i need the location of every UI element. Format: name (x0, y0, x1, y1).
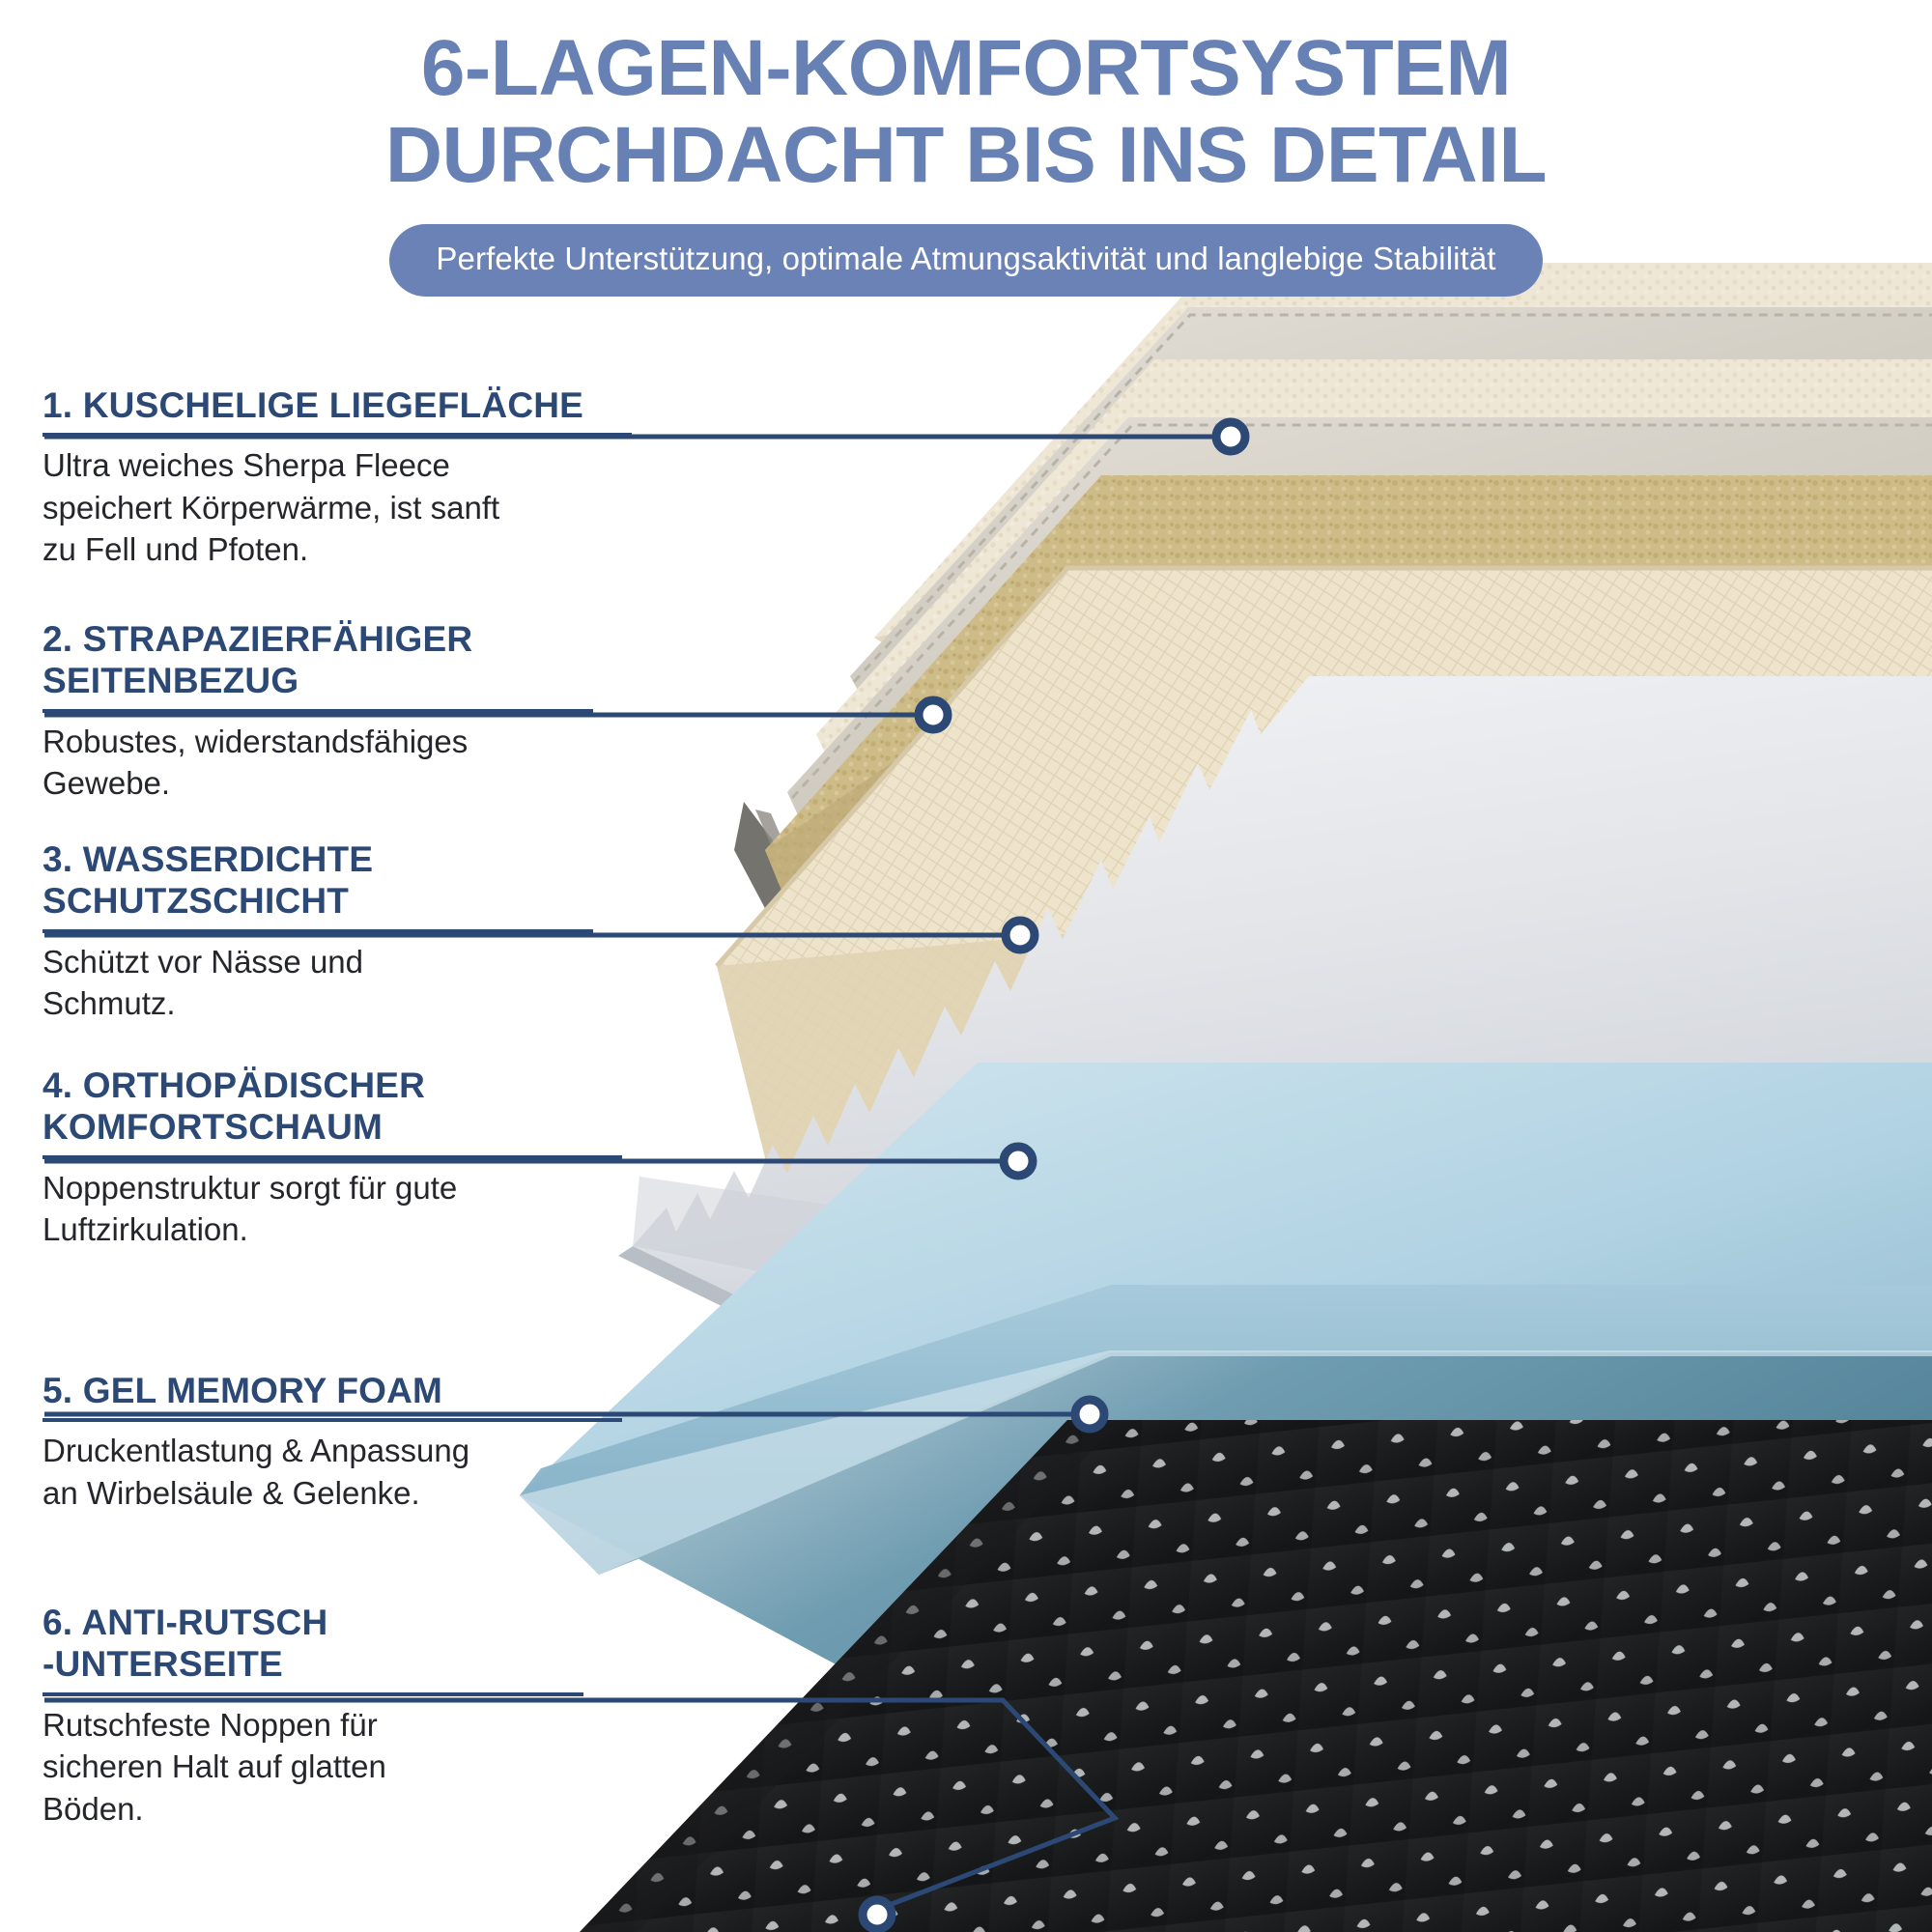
callout-1-body: Ultra weiches Sherpa Fleece speichert Kö… (43, 447, 500, 568)
callout-5-title: 5. GEL MEMORY FOAM (43, 1371, 443, 1410)
callout-3-body: Schützt vor Nässe und Schmutz. (43, 943, 363, 1022)
subtitle-badge: Perfekte Unterstützung, optimale Atmungs… (389, 224, 1543, 298)
callout-2-title: 2. STRAPAZIERFÄHIGER SEITENBEZUG (43, 619, 473, 701)
callout-1: 1. KUSCHELIGE LIEGEFLÄCHE Ultra weiches … (43, 384, 632, 571)
callout-5-body: Druckentlastung & Anpassung an Wirbelsäu… (43, 1433, 470, 1511)
callout-4-body: Noppenstruktur sorgt für gute Luftzirkul… (43, 1169, 458, 1248)
callout-6-title: 6. ANTI-RUTSCH -UNTERSEITE (43, 1603, 328, 1685)
callout-1-rule (43, 433, 632, 438)
callout-6: 6. ANTI-RUTSCH -UNTERSEITE Rutschfeste N… (43, 1602, 583, 1830)
callout-2: 2. STRAPAZIERFÄHIGER SEITENBEZUG Robuste… (43, 618, 593, 805)
callout-2-body: Robustes, widerstandsfähiges Gewebe. (43, 723, 469, 802)
header: 6-LAGEN-KOMFORTSYSTEM DURCHDACHT BIS INS… (0, 0, 1932, 298)
callout-6-rule (43, 1691, 583, 1696)
callout-3-title: 3. WASSERDICHTE SCHUTZSCHICHT (43, 839, 374, 922)
callout-5: 5. GEL MEMORY FOAM Druckentlastung & Anp… (43, 1370, 622, 1514)
callout-5-rule (43, 1418, 622, 1423)
page-title-line-1: 6-LAGEN-KOMFORTSYSTEM (420, 24, 1512, 112)
callout-2-rule (43, 708, 593, 713)
callout-4: 4. ORTHOPÄDISCHER KOMFORTSCHAUM Noppenst… (43, 1065, 622, 1251)
callout-4-rule (43, 1154, 622, 1159)
page-title-line-2: DURCHDACHT BIS INS DETAIL (384, 111, 1548, 200)
callout-4-title: 4. ORTHOPÄDISCHER KOMFORTSCHAUM (43, 1065, 426, 1148)
callout-6-body: Rutschfeste Noppen für sicheren Halt auf… (43, 1706, 386, 1827)
callout-3-rule (43, 928, 593, 933)
callout-1-title: 1. KUSCHELIGE LIEGEFLÄCHE (43, 385, 584, 425)
callout-3: 3. WASSERDICHTE SCHUTZSCHICHT Schützt vo… (43, 838, 593, 1025)
